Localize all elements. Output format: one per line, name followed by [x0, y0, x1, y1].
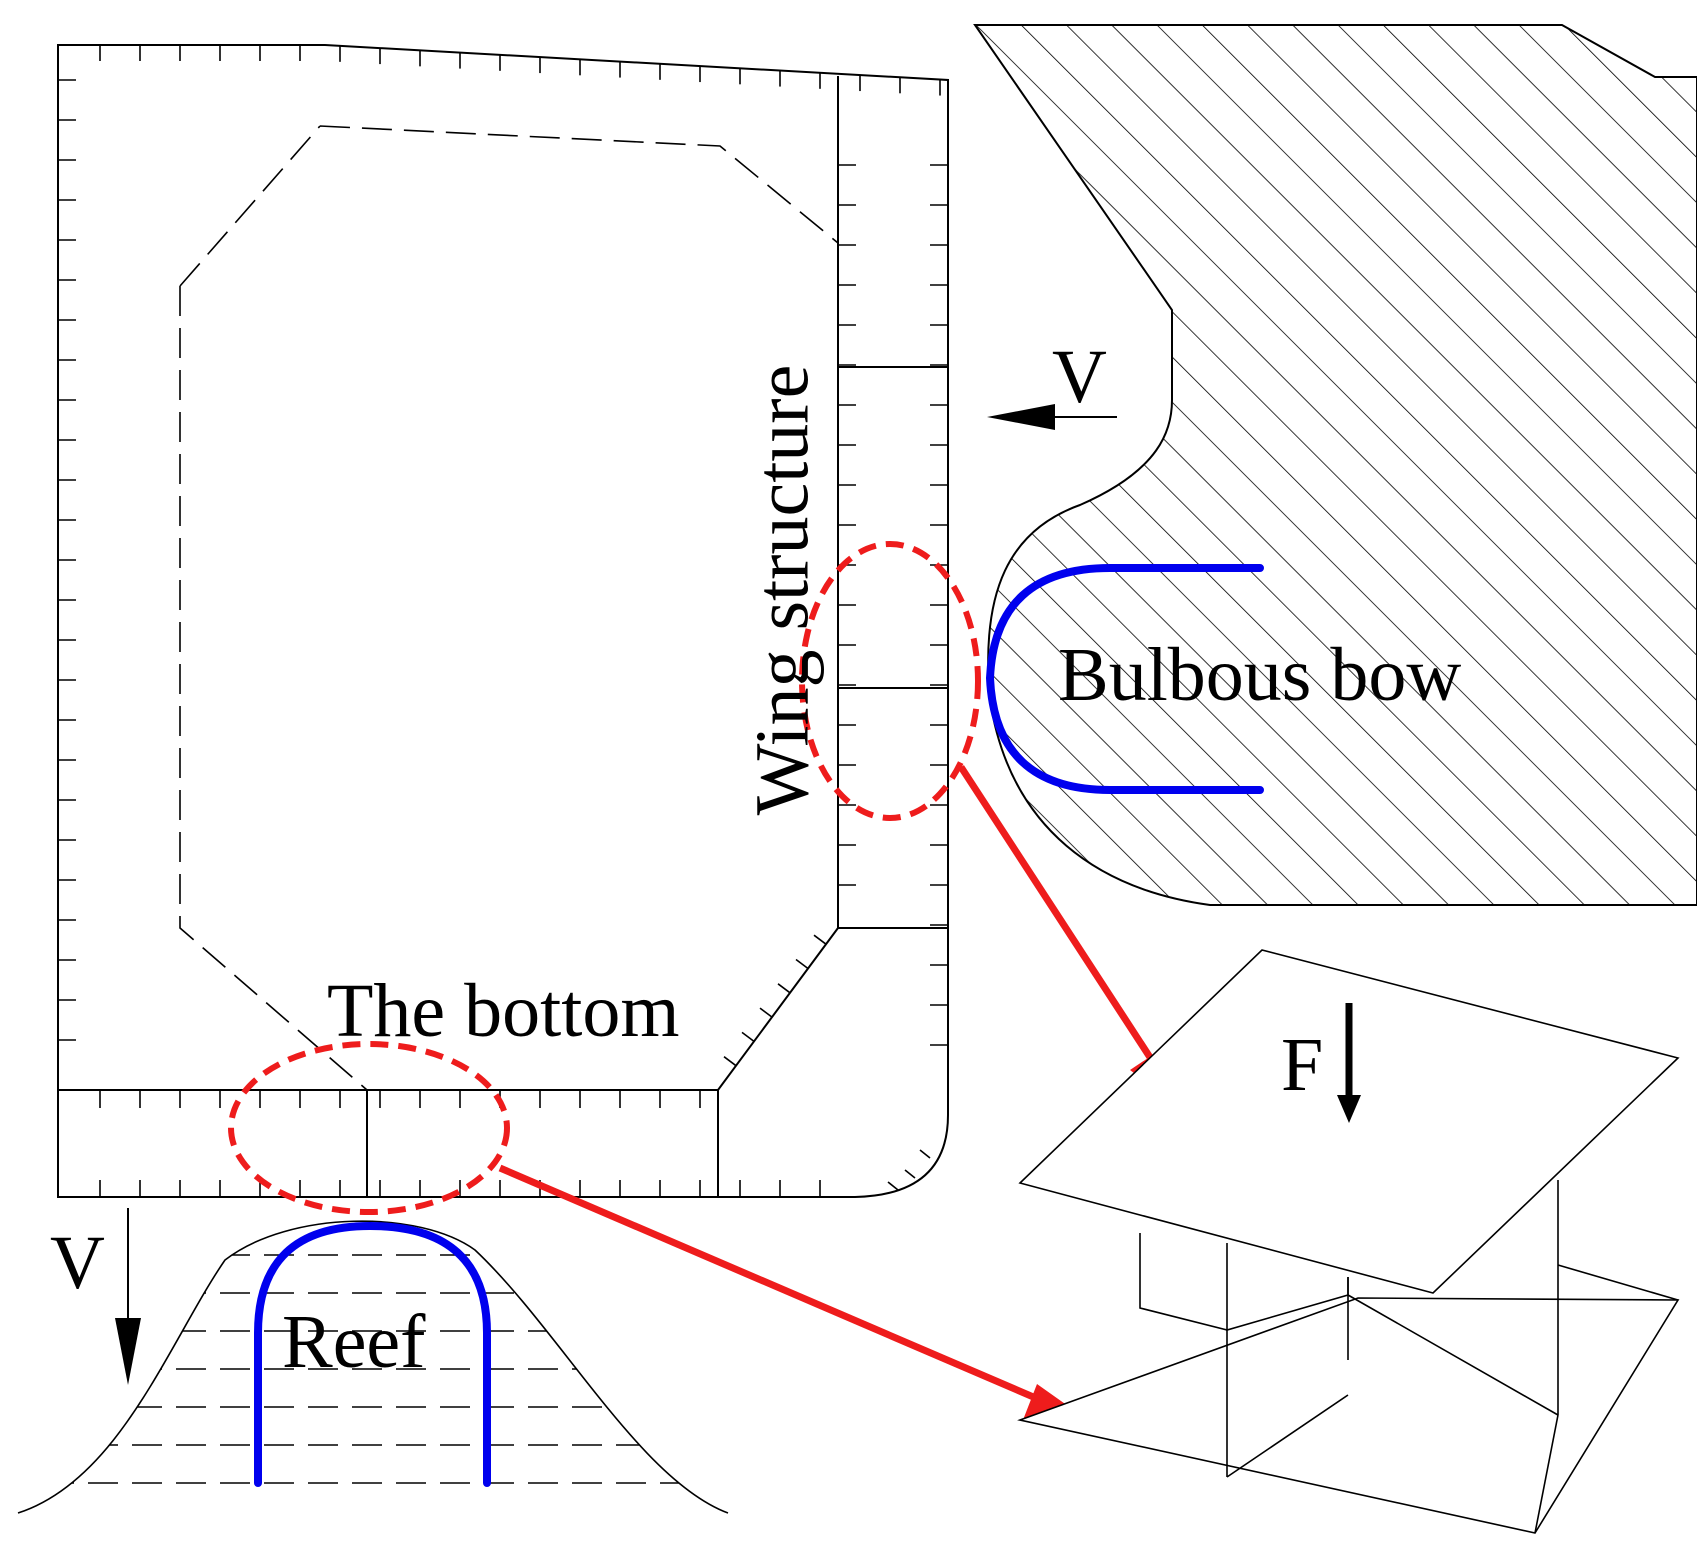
stiffener-tick: [777, 983, 791, 994]
stiffener-tick: [741, 1031, 755, 1043]
the-bottom-label: The bottom: [327, 969, 680, 1053]
reef-label: Reef: [282, 1300, 426, 1384]
stiffener-tick: [759, 1007, 773, 1018]
bottom-plate: [1017, 1297, 1680, 1534]
inner-hull: [58, 76, 839, 1091]
hatch-opening-outline: [179, 125, 839, 1091]
bottom-impact-zone: [228, 1041, 510, 1215]
force-arrow: [1337, 1003, 1361, 1123]
stiffener-tick: [723, 1056, 737, 1067]
stiffener-tick: [795, 958, 809, 970]
velocity-bottom-label: V: [50, 1221, 105, 1305]
wing-structure-label: Wing structure: [740, 365, 824, 816]
hull-outer-shell: [57, 44, 949, 1198]
force-label: F: [1281, 1023, 1323, 1107]
stiffener-tick: [919, 1149, 931, 1159]
velocity-side-label: V: [1052, 335, 1107, 419]
ship-hull-section: [57, 44, 949, 1198]
bulbous-bow-profile: [985, 564, 1264, 794]
bulbous-bow-label: Bulbous bow: [1058, 633, 1461, 717]
stiffener-tick: [887, 1181, 899, 1191]
stiffener-tick: [904, 1169, 916, 1179]
velocity-arrow-side: [987, 404, 1117, 430]
stiffener-ticks: [58, 45, 948, 1197]
striking-ship-bow: [973, 24, 1697, 906]
wing-impact-zone: [799, 541, 981, 821]
reef-indenter-profile: [254, 1221, 491, 1487]
stiffener-tick: [813, 934, 827, 945]
velocity-arrow-bottom: [115, 1208, 141, 1385]
